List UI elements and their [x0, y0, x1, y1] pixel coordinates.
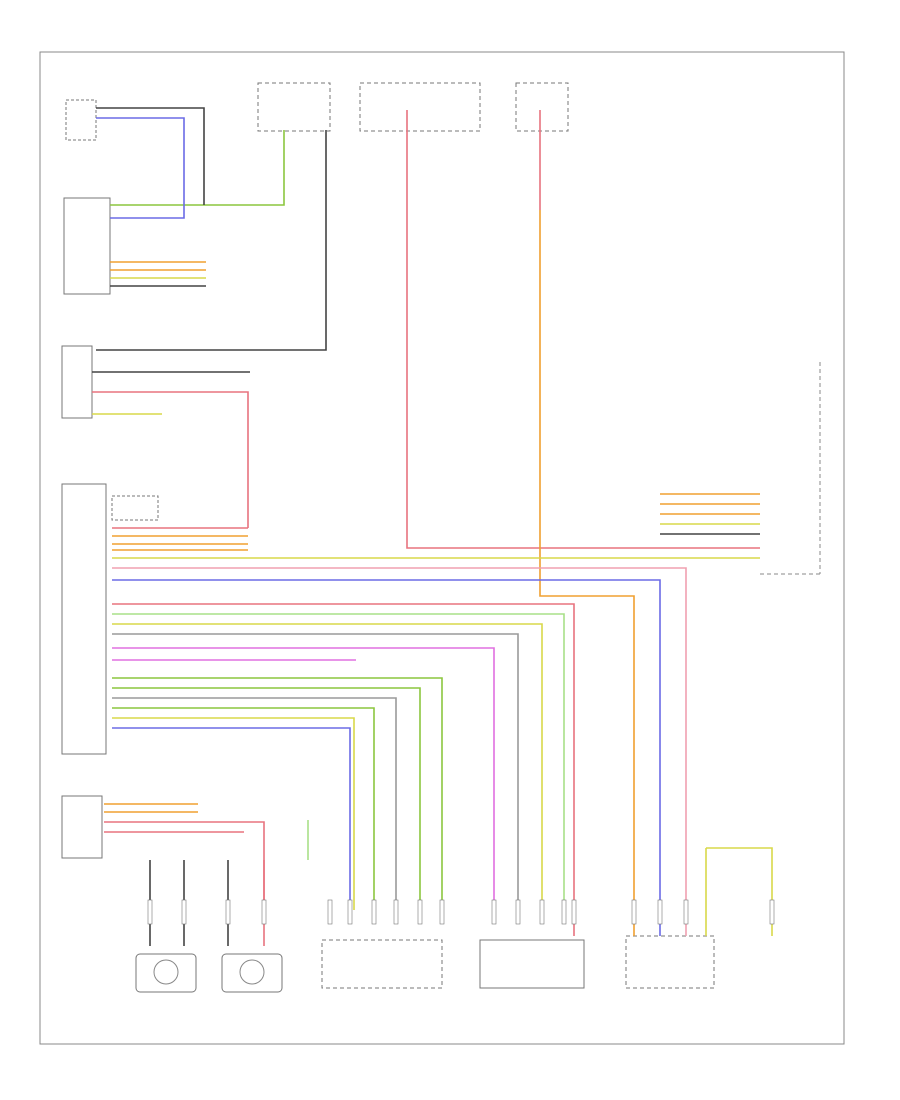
connector-pin [769, 899, 775, 925]
connector-pin [539, 899, 545, 925]
wire-violet [112, 647, 495, 910]
brake-switch-box [61, 345, 93, 419]
connector-pin [683, 899, 689, 925]
connector-pin [393, 899, 399, 925]
throttle-switch-box [479, 939, 585, 989]
fuse-box-middle [359, 82, 481, 132]
input-speed-sensor-icon [239, 959, 265, 985]
cruise-switch-box [63, 197, 111, 295]
connector-pin [147, 899, 153, 925]
connector-pin [631, 899, 637, 925]
brake-light-switch [61, 345, 93, 419]
wire-black [96, 107, 205, 205]
wire-yellow [112, 717, 355, 910]
wire-red [112, 603, 575, 936]
wire-pink [112, 567, 687, 936]
wire-yellow [706, 847, 773, 936]
tcm [61, 795, 103, 859]
wire-green [112, 707, 375, 910]
connector-pin [561, 899, 567, 925]
accel-pedal-sensor-box [321, 939, 443, 989]
wire-blue [112, 579, 661, 936]
connector-pin [491, 899, 497, 925]
steering-column-module [760, 362, 821, 575]
connector-pin [515, 899, 521, 925]
output-speed-sensor-box [135, 953, 197, 993]
connector-pin [261, 899, 267, 925]
wire-green [112, 677, 443, 910]
wire-green [112, 687, 421, 910]
wire-red [406, 110, 760, 549]
wire-green [110, 130, 285, 206]
power-distribution-top [257, 82, 569, 132]
connector-pin [225, 899, 231, 925]
connector-pin [657, 899, 663, 925]
ecm [61, 483, 159, 755]
connector-pin [439, 899, 445, 925]
connector-pin [371, 899, 377, 925]
connector-pin [571, 899, 577, 925]
ecm-connector [111, 495, 159, 521]
relay-box-left [257, 82, 331, 132]
wire-orange [539, 210, 635, 936]
wire-grey [112, 633, 519, 910]
output-speed-sensor-icon [153, 959, 179, 985]
wire-yellow [112, 623, 543, 910]
input-speed-sensor-box [221, 953, 283, 993]
wire-harness [92, 107, 775, 946]
wire-grey [112, 697, 397, 910]
wire-lightgreen [112, 613, 565, 910]
connector-pin [347, 899, 353, 925]
clutch-sensor [65, 99, 97, 141]
wire-black [96, 130, 327, 351]
bottom-components [135, 935, 715, 993]
wire-blue [112, 727, 351, 910]
connector-pin [417, 899, 423, 925]
throttle-module-box [625, 935, 715, 989]
cruise-switch-module [63, 197, 111, 295]
connector-pin [181, 899, 187, 925]
diagram-frame [39, 51, 845, 1045]
clutch-sensor-box [65, 99, 97, 141]
wire-blue [96, 117, 185, 219]
relay-box-right [515, 82, 569, 132]
tcm-box [61, 795, 103, 859]
wire-red [92, 391, 249, 528]
ecm-box [61, 483, 107, 755]
connector-pin [327, 899, 333, 925]
